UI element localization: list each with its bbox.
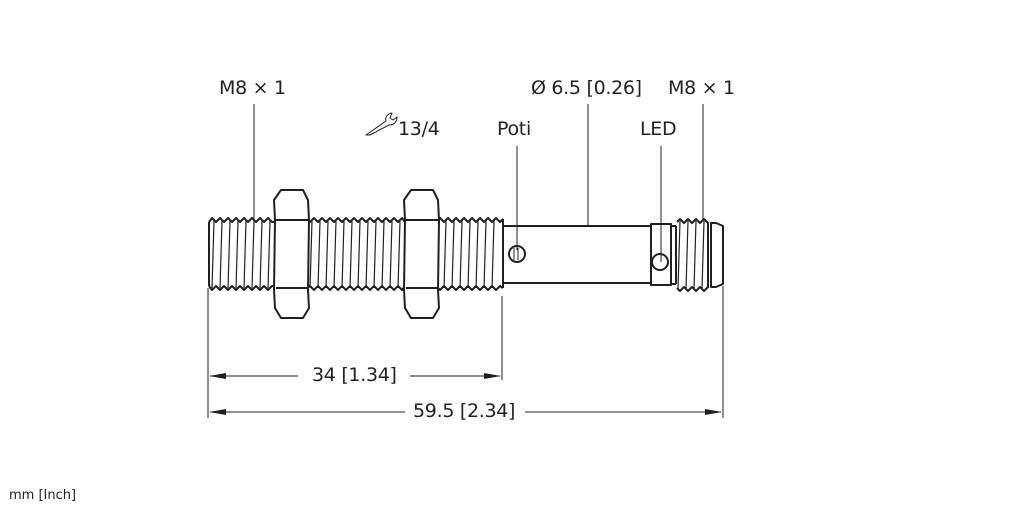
poti-label: Poti <box>497 118 531 140</box>
threaded-body <box>208 217 504 291</box>
sensor-sleeve <box>503 225 651 284</box>
units-note: mm [Inch] <box>9 488 77 503</box>
led-collar <box>650 223 677 286</box>
dimension-total-length: 59.5 [2.34] <box>413 400 516 422</box>
wrench-icon <box>365 112 398 136</box>
diameter-label: Ø 6.5 [0.26] <box>531 77 642 99</box>
poti-adjuster <box>508 245 526 263</box>
dimension-threaded-length: 34 [1.34] <box>312 364 397 386</box>
hex-nut-left <box>273 189 310 319</box>
led-label: LED <box>640 118 677 140</box>
thread-right-label: M8 × 1 <box>668 77 735 99</box>
wrench-size-label: 13/4 <box>398 118 440 140</box>
connector-thread <box>676 218 724 292</box>
hex-nut-right <box>403 189 440 319</box>
thread-lines <box>211 220 495 289</box>
thread-left-label: M8 × 1 <box>219 77 286 99</box>
